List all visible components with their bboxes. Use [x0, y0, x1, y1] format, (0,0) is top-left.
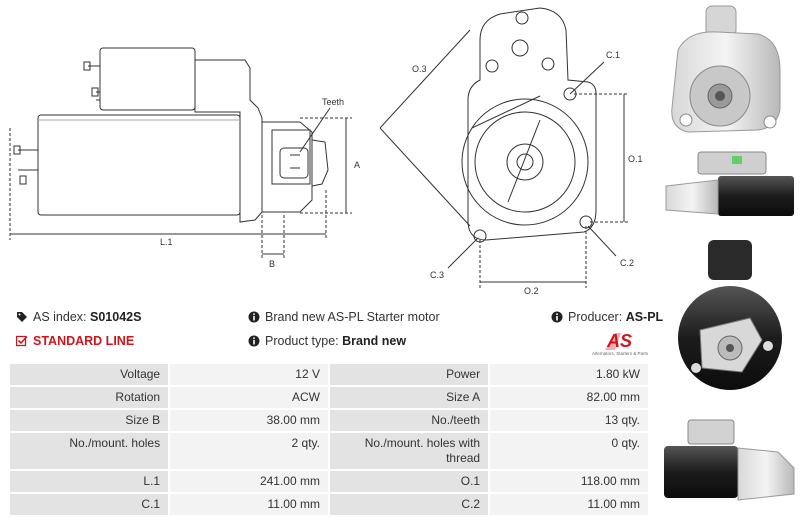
- spec-value: 118.00 mm: [490, 471, 648, 492]
- product-line: STANDARD LINE: [16, 334, 134, 348]
- spec-value: 0 qty.: [490, 433, 648, 469]
- producer-label: Producer:: [568, 310, 623, 324]
- table-row: C.1 11.00 mm C.2 11.00 mm: [10, 494, 648, 515]
- spec-label: No./mount. holes with thread: [329, 433, 489, 469]
- spec-label: C.2: [329, 494, 489, 515]
- label-c2: C.2: [620, 258, 634, 268]
- front-flange-outline: [467, 7, 597, 241]
- logo-tagline: Alternators, Starters & Parts: [591, 351, 649, 356]
- as-pl-logo: AS Alternators, Starters & Parts: [585, 330, 655, 358]
- spec-value: ACW: [170, 387, 328, 408]
- photo-rear-view: [678, 240, 782, 390]
- technical-drawing: Teeth A B L.1 O.3 C.1 O.1 C.3 C.2 O.2: [9, 7, 643, 296]
- table-row: L.1 241.00 mm O.1 118.00 mm: [10, 471, 648, 492]
- info-icon: [248, 311, 260, 323]
- spec-value: 11.00 mm: [490, 494, 648, 515]
- label-o3: O.3: [412, 64, 427, 74]
- label-teeth: Teeth: [322, 97, 344, 107]
- as-index: AS index: S01042S: [16, 310, 141, 324]
- photo-front-view: [671, 5, 781, 133]
- spec-label: L.1: [10, 471, 169, 492]
- product-type: Product type: Brand new: [248, 334, 406, 348]
- info-icon: [551, 311, 563, 323]
- product-type-value: Brand new: [342, 334, 407, 348]
- spec-value: 12 V: [170, 364, 328, 385]
- spec-label: Rotation: [10, 387, 169, 408]
- description-text: Brand new AS-PL Starter motor: [265, 310, 440, 324]
- specs-table: Voltage 12 V Power 1.80 kW Rotation ACW …: [8, 362, 650, 517]
- spec-value: 82.00 mm: [490, 387, 648, 408]
- spec-label: No./teeth: [329, 410, 489, 431]
- front-housing-circle: [461, 98, 589, 226]
- spec-label: No./mount. holes: [10, 433, 169, 469]
- label-b: B: [269, 259, 275, 269]
- label-o1: O.1: [628, 154, 643, 164]
- label-a: A: [354, 160, 360, 170]
- spec-label: Size B: [10, 410, 169, 431]
- as-index-value: S01042S: [90, 310, 142, 324]
- logo-text: AS: [606, 331, 632, 351]
- product-description: Brand new AS-PL Starter motor: [248, 310, 440, 324]
- photo-side-view: [665, 151, 794, 216]
- spec-value: 11.00 mm: [170, 494, 328, 515]
- solenoid-outline: [99, 47, 196, 111]
- photo-other-side-view: [664, 419, 795, 501]
- spec-label: Size A: [329, 387, 489, 408]
- label-c3: C.3: [430, 270, 444, 280]
- spec-label: Power: [329, 364, 489, 385]
- tag-icon: [17, 312, 27, 322]
- spec-value: 241.00 mm: [170, 471, 328, 492]
- label-o2: O.2: [524, 286, 539, 296]
- spec-value: 1.80 kW: [490, 364, 648, 385]
- product-type-label: Product type:: [265, 334, 339, 348]
- spec-label: C.1: [10, 494, 169, 515]
- spec-value: 13 qty.: [490, 410, 648, 431]
- spec-label: O.1: [329, 471, 489, 492]
- info-icon: [248, 335, 260, 347]
- table-row: Size B 38.00 mm No./teeth 13 qty.: [10, 410, 648, 431]
- label-l1: L.1: [160, 237, 173, 247]
- spec-value: 2 qty.: [170, 433, 328, 469]
- product-photos: [664, 5, 795, 501]
- drive-housing-outline: [194, 59, 263, 223]
- spec-label: Voltage: [10, 364, 169, 385]
- checkbox-icon: [16, 335, 28, 347]
- table-row: Voltage 12 V Power 1.80 kW: [10, 364, 648, 385]
- label-c1: C.1: [606, 50, 620, 60]
- table-row: Rotation ACW Size A 82.00 mm: [10, 387, 648, 408]
- as-index-label: AS index:: [33, 310, 87, 324]
- spec-value: 38.00 mm: [170, 410, 328, 431]
- motor-body-outline: [37, 114, 241, 216]
- standard-line-label: STANDARD LINE: [33, 334, 135, 348]
- table-row: No./mount. holes 2 qty. No./mount. holes…: [10, 433, 648, 469]
- producer: Producer: AS-PL: [551, 310, 663, 324]
- producer-value: AS-PL: [625, 310, 664, 324]
